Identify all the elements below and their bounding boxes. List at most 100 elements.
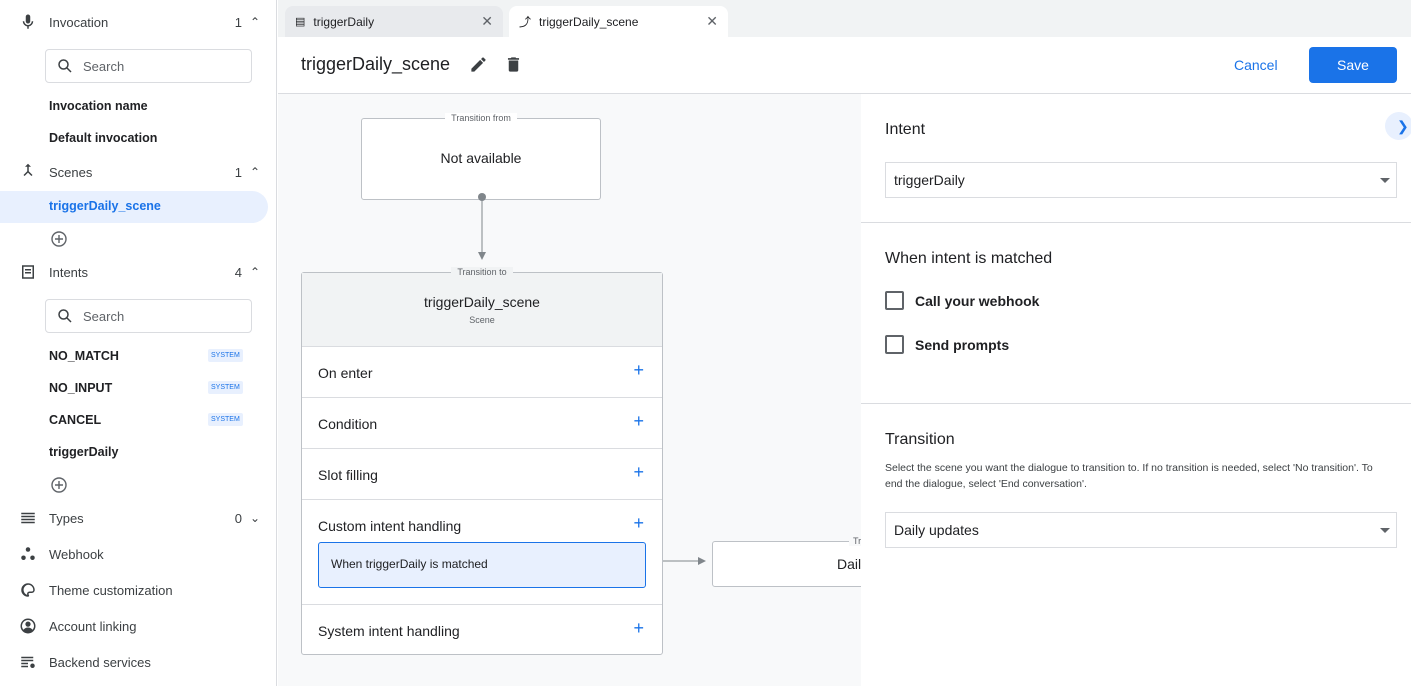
section-label: Account linking [49, 618, 137, 634]
chevron-up-icon[interactable]: ⌃ [250, 15, 261, 29]
sidebar-item-account-linking[interactable]: Account linking [0, 608, 270, 644]
sidebar-item-intent[interactable]: NO_MATCH [49, 349, 119, 363]
close-icon[interactable]: ✕ [706, 13, 718, 29]
tab-triggerDaily-scene[interactable]: ⤴ triggerDaily_scene ✕ [509, 6, 728, 37]
sidebar-item-default-invocation[interactable]: Default invocation [49, 131, 158, 145]
intent-doc-icon: ▤ [295, 16, 306, 28]
search-placeholder: Search [83, 308, 125, 324]
sidebar: Invocation 1 ⌃ Search Invocation name De… [0, 0, 277, 686]
chevron-down-icon[interactable]: ⌄ [250, 511, 261, 525]
sidebar-item-intent[interactable]: NO_INPUT [49, 381, 113, 395]
divider [861, 222, 1411, 223]
section-label: Intents [49, 264, 89, 280]
section-label: Webhook [49, 546, 104, 562]
add-icon[interactable]: + [633, 618, 644, 638]
row-label: System intent handling [318, 623, 460, 639]
tab-label: triggerDaily [313, 14, 375, 29]
system-badge: SYSTEM [208, 381, 243, 394]
account-circle-icon [0, 617, 49, 635]
checkbox-label: Call your webhook [915, 292, 1040, 309]
transition-heading: Transition [885, 431, 955, 448]
row-label: On enter [318, 365, 373, 381]
sidebar-item-invocation-name[interactable]: Invocation name [49, 99, 148, 113]
tab-bar: ▤ triggerDaily ✕ ⤴ triggerDaily_scene ✕ [278, 0, 1411, 37]
transition-help-text: Select the scene you want the dialogue t… [885, 462, 1373, 490]
scene-name: triggerDaily_scene [424, 294, 540, 310]
add-scene-icon[interactable] [51, 231, 67, 247]
add-icon[interactable]: + [633, 513, 644, 533]
invocation-search-input[interactable]: Search [45, 49, 252, 83]
intent-select[interactable]: triggerDaily [885, 162, 1397, 198]
chevron-up-icon[interactable]: ⌃ [250, 265, 261, 279]
divider [861, 403, 1411, 404]
sidebar-section-intents[interactable]: Intents 4 ⌃ [0, 254, 270, 290]
section-label: Theme customization [49, 582, 173, 598]
checkbox-icon [885, 291, 904, 310]
tab-triggerDaily[interactable]: ▤ triggerDaily ✕ [285, 6, 503, 37]
node-caption: Tr [849, 536, 861, 546]
intent-handler-item[interactable]: When triggerDaily is matched [318, 542, 646, 588]
chevron-up-icon[interactable]: ⌃ [250, 165, 261, 179]
details-panel: ❯ Intent triggerDaily When intent is mat… [861, 94, 1411, 686]
sidebar-item-scene[interactable]: triggerDaily_scene [49, 199, 161, 213]
sidebar-item-intent[interactable]: triggerDaily [49, 445, 119, 459]
scene-canvas: Transition from Not available Transition… [278, 94, 861, 686]
transition-from-node: Transition from Not available [361, 113, 601, 200]
backend-settings-icon [0, 653, 49, 671]
list-icon [0, 263, 49, 281]
close-icon[interactable]: ✕ [481, 13, 493, 29]
section-count: 0 [234, 510, 242, 526]
call-webhook-checkbox[interactable]: Call your webhook [885, 291, 1039, 310]
webhook-icon [0, 545, 49, 563]
sidebar-item-intent[interactable]: CANCEL [49, 413, 102, 427]
node-caption: Transition to [451, 267, 513, 277]
node-caption: Transition from [445, 113, 517, 123]
dropdown-arrow-icon [1380, 178, 1390, 183]
section-label: Types [49, 510, 84, 526]
intents-search-input[interactable]: Search [45, 299, 252, 333]
row-label: Custom intent handling [318, 518, 462, 534]
row-label: Condition [318, 416, 378, 432]
sidebar-item-webhook[interactable]: Webhook [0, 536, 270, 572]
collapse-panel-chevron-icon[interactable]: ❯ [1385, 112, 1411, 140]
edit-pencil-icon[interactable] [469, 55, 488, 74]
row-custom-intent-handling[interactable]: Custom intent handling + When triggerDail… [302, 499, 662, 604]
scene-type: Scene [469, 315, 495, 325]
search-placeholder: Search [83, 58, 125, 74]
sidebar-section-types[interactable]: Types 0 ⌄ [0, 500, 270, 536]
scene-node: Transition to triggerDaily_scene Scene O… [301, 267, 663, 655]
sidebar-section-scenes[interactable]: Scenes 1 ⌃ [0, 154, 270, 190]
checkbox-label: Send prompts [915, 336, 1010, 353]
row-system-intent-handling[interactable]: System intent handling + [302, 604, 662, 655]
save-button[interactable]: Save [1309, 47, 1397, 83]
sidebar-item-backend[interactable]: Backend services [0, 644, 270, 680]
checkbox-icon [885, 335, 904, 354]
sidebar-section-invocation[interactable]: Invocation 1 ⌃ [0, 4, 270, 40]
add-icon[interactable]: + [633, 360, 644, 380]
selected-highlight [0, 191, 268, 223]
intent-heading: Intent [885, 121, 926, 138]
add-intent-icon[interactable] [51, 477, 67, 493]
add-icon[interactable]: + [633, 411, 644, 431]
send-prompts-checkbox[interactable]: Send prompts [885, 335, 1009, 354]
sidebar-item-theme[interactable]: Theme customization [0, 572, 270, 608]
types-icon [0, 509, 49, 527]
row-on-enter[interactable]: On enter + [302, 346, 662, 397]
section-label: Scenes [49, 164, 93, 180]
tab-label: triggerDaily_scene [539, 14, 639, 29]
select-value: Daily updates [894, 522, 979, 538]
system-badge: SYSTEM [208, 413, 243, 426]
row-condition[interactable]: Condition + [302, 397, 662, 448]
scene-icon: ⤴ [519, 15, 532, 29]
transition-select[interactable]: Daily updates [885, 512, 1397, 548]
page-title: triggerDaily_scene [301, 54, 451, 74]
row-slot-filling[interactable]: Slot filling+ [302, 448, 662, 499]
transition-target-node[interactable]: Tr Dail [712, 536, 861, 587]
cancel-button[interactable]: Cancel [1234, 57, 1278, 73]
target-scene-name: Dail [837, 556, 861, 572]
section-label: Backend services [49, 654, 151, 670]
add-icon[interactable]: + [633, 462, 644, 482]
transition-from-value: Not available [440, 150, 522, 166]
delete-trash-icon[interactable] [504, 54, 523, 75]
section-count: 1 [234, 14, 242, 30]
